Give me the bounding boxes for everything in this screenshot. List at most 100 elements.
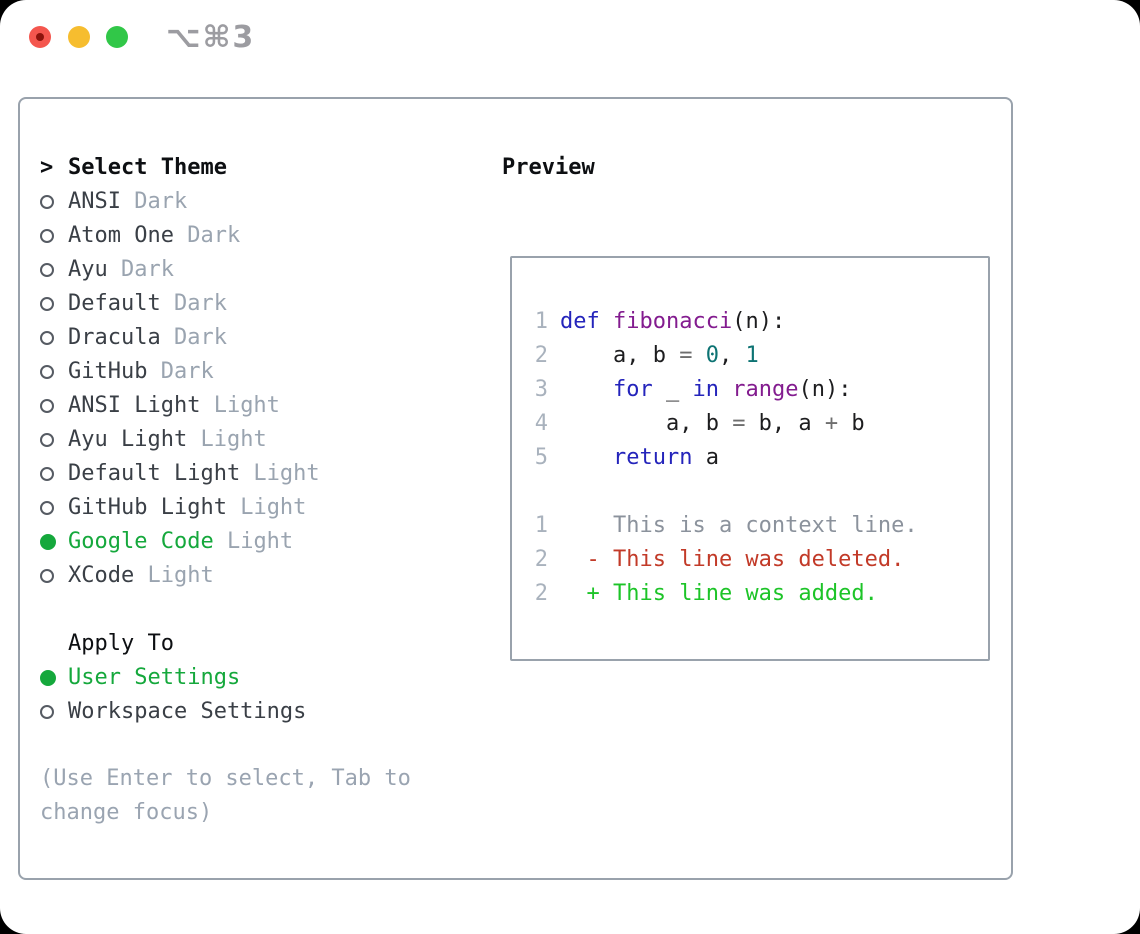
theme-option-6[interactable]: ANSI Light Light	[40, 389, 480, 423]
code-token-kwd: for	[612, 377, 653, 402]
radio-icon	[40, 399, 54, 413]
close-button[interactable]	[29, 26, 51, 48]
line-number: 2	[534, 343, 548, 368]
option-variant-tag: Light	[134, 563, 214, 588]
line-number: 2	[534, 547, 548, 572]
theme-option-2[interactable]: Ayu Dark	[40, 253, 480, 287]
code-token-pln: b, a	[745, 411, 825, 436]
code-line-text: def fibonacci(n):	[560, 305, 785, 339]
option-variant-tag: Dark	[173, 223, 241, 248]
theme-option-11[interactable]: XCode Light	[40, 559, 480, 593]
line-number: 5	[534, 445, 548, 470]
line-number: 3	[534, 377, 548, 402]
radio-icon	[40, 569, 54, 583]
diff-preview: 1 This is a context line.2 - This line w…	[534, 509, 988, 611]
apply-option-0[interactable]: User Settings	[40, 661, 480, 695]
theme-option-7[interactable]: Ayu Light Light	[40, 423, 480, 457]
option-label: Google Code	[68, 529, 214, 554]
radio-cell	[40, 534, 68, 550]
code-token-pln: ,	[718, 343, 746, 368]
code-token-pln	[560, 445, 613, 470]
code-token-pln	[600, 309, 613, 334]
radio-selected-icon	[40, 534, 56, 550]
code-token-op: +	[824, 411, 839, 436]
title-bar: ⌥⌘3	[0, 0, 1140, 75]
option-label: Ayu	[68, 257, 108, 282]
option-label: GitHub Light	[68, 495, 227, 520]
code-token-pln: (n):	[732, 309, 786, 334]
option-variant-tag: Light	[213, 529, 294, 554]
option-variant-tag: Dark	[160, 291, 227, 316]
radio-icon	[40, 331, 54, 345]
code-token-pln	[719, 377, 732, 402]
radio-cell	[40, 297, 68, 311]
section-gap	[40, 593, 480, 627]
option-label: GitHub	[68, 359, 148, 384]
code-line-text: a, b = b, a + b	[560, 407, 865, 441]
radio-cell	[40, 670, 68, 686]
radio-cell	[40, 331, 68, 345]
diff-line-add: 2 + This line was added.	[534, 577, 988, 611]
theme-option-4[interactable]: Dracula Dark	[40, 321, 480, 355]
preview-box: 1 def fibonacci(n): 2 a, b = 0, 1 3 for _ i…	[510, 256, 990, 661]
theme-option-0[interactable]: ANSI Dark	[40, 185, 480, 219]
radio-icon	[40, 501, 54, 515]
radio-cell	[40, 501, 68, 515]
radio-icon	[40, 297, 54, 311]
theme-option-9[interactable]: GitHub Light Light	[40, 491, 480, 525]
code-token-op: =	[732, 411, 746, 436]
preview-gap	[534, 475, 988, 509]
option-variant-tag: Dark	[107, 257, 174, 282]
theme-option-1[interactable]: Atom One Dark	[40, 219, 480, 253]
radio-icon	[40, 705, 54, 719]
option-label: Default Light	[68, 461, 241, 486]
option-variant-tag: Light	[187, 427, 267, 452]
radio-icon	[40, 467, 54, 481]
option-label: Atom One	[68, 223, 174, 248]
option-variant-tag: Light	[226, 495, 307, 520]
option-label: ANSI Light	[68, 393, 201, 418]
diff-line-ctx: 1 This is a context line.	[534, 509, 988, 543]
zoom-button[interactable]	[106, 26, 128, 48]
option-label: Ayu Light	[68, 427, 188, 452]
radio-selected-icon	[40, 670, 56, 686]
option-variant-tag: Dark	[147, 359, 214, 384]
theme-option-5[interactable]: GitHub Dark	[40, 355, 480, 389]
code-line-text: for _ in range(n):	[560, 373, 851, 407]
code-line: 5 return a	[534, 441, 988, 475]
theme-option-8[interactable]: Default Light Light	[40, 457, 480, 491]
code-line-text: a, b = 0, 1	[560, 339, 759, 373]
preview-column: Preview 1 def fibonacci(n): 2 a, b = 0, 1 3…	[502, 151, 997, 661]
radio-icon	[40, 229, 54, 243]
option-label: Dracula	[68, 325, 161, 350]
theme-option-3[interactable]: Default Dark	[40, 287, 480, 321]
code-token-op: =	[679, 343, 693, 368]
code-token-pln: _	[652, 377, 693, 402]
code-line: 1 def fibonacci(n):	[534, 305, 988, 339]
select-theme-header: > Select Theme	[40, 151, 480, 185]
code-token-kwd: in	[692, 377, 719, 402]
minimize-button[interactable]	[68, 26, 90, 48]
code-line: 4 a, b = b, a + b	[534, 407, 988, 441]
code-token-pln	[560, 377, 613, 402]
line-number: 2	[534, 581, 548, 606]
line-number: 1	[534, 309, 548, 334]
code-token-pln: b	[838, 411, 865, 436]
theme-option-10[interactable]: Google Code Light	[40, 525, 480, 559]
select-theme-title: Select Theme	[68, 155, 227, 180]
apply-option-1[interactable]: Workspace Settings	[40, 695, 480, 729]
radio-cell	[40, 433, 68, 447]
line-number: 4	[534, 411, 548, 436]
preview-title: Preview	[502, 155, 595, 180]
radio-icon	[40, 263, 54, 277]
radio-cell	[40, 467, 68, 481]
option-label: Workspace Settings	[68, 699, 307, 724]
diff-line-text: + This line was added.	[560, 581, 878, 606]
option-variant-tag: Light	[240, 461, 320, 486]
code-token-kwd: def	[560, 309, 600, 334]
option-label: ANSI	[68, 189, 121, 214]
diff-line-text: This is a context line.	[560, 513, 918, 538]
